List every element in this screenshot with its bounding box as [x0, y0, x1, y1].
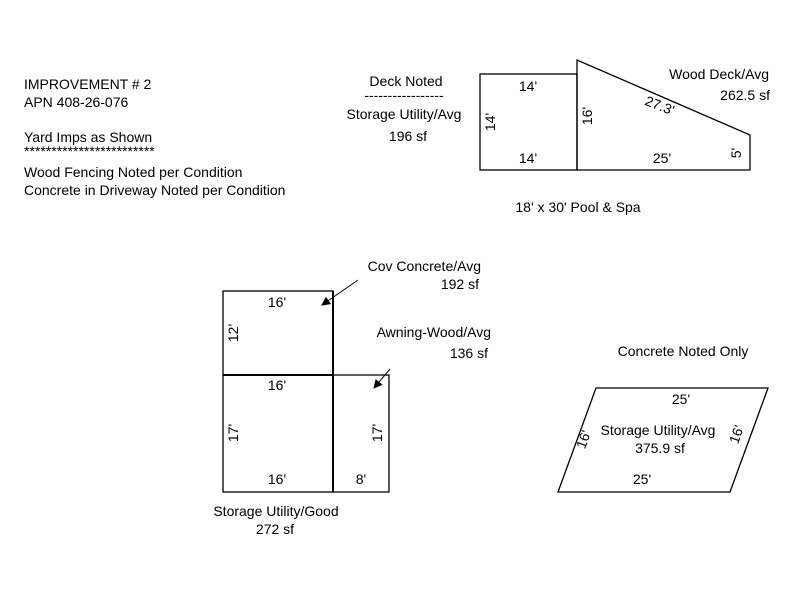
awning-wood-label: Awning-Wood/Avg: [377, 324, 491, 340]
improvement-number: IMPROVEMENT # 2: [24, 76, 152, 92]
dim-left: 16': [579, 107, 595, 125]
concrete-noted-only-shape: Concrete Noted Only 25' Storage Utility/…: [557, 343, 769, 493]
dim-left: 12': [225, 324, 241, 342]
improvement-notes: IMPROVEMENT # 2 APN 408-26-076 Yard Imps…: [24, 76, 285, 198]
asterisk-divider: ************************: [24, 143, 155, 159]
concrete-storage-area: 375.9 sf: [635, 440, 685, 456]
deck-noted-label-group: Deck Noted ----------------- Storage Uti…: [347, 73, 462, 144]
apn-number: APN 408-26-076: [24, 94, 129, 110]
wood-deck-label: Wood Deck/Avg: [669, 66, 769, 82]
awning-wood-outline: [333, 374, 390, 493]
pool-spa-label: 18' x 30' Pool & Spa: [515, 199, 640, 215]
dim-top: 14': [519, 78, 537, 94]
dim-left: 17': [225, 424, 241, 442]
awning-wood-area: 136 sf: [450, 345, 488, 361]
dim-bottom: 25': [633, 471, 651, 487]
wood-deck-shape: Wood Deck/Avg 262.5 sf 16' 27.3' 25' 5': [576, 59, 770, 171]
driveway-note: Concrete in Driveway Noted per Condition: [24, 182, 285, 198]
cov-concrete-label: Cov Concrete/Avg: [368, 258, 481, 274]
storage-utility-good-area: 272 sf: [256, 521, 294, 537]
dim-top: 16': [268, 377, 286, 393]
yard-imps-heading: Yard Imps as Shown: [24, 129, 152, 145]
concrete-parallelogram: [557, 387, 769, 493]
dim-bottom: 25': [653, 150, 671, 166]
storage-utility-good-shape: 16' 17' 16' Storage Utility/Good 272 sf: [213, 291, 339, 537]
storage-utility-avg-area: 196 sf: [389, 128, 427, 144]
cov-concrete-area: 192 sf: [441, 276, 479, 292]
dim-slope: 27.3': [643, 93, 677, 119]
concrete-noted-only-title: Concrete Noted Only: [618, 343, 749, 359]
wood-deck-area: 262.5 sf: [720, 87, 770, 103]
fencing-note: Wood Fencing Noted per Condition: [24, 164, 242, 180]
storage-utility-avg-shape: 14' 14' 14': [479, 73, 578, 171]
awning-wood-shape: 17' 8' Awning-Wood/Avg 136 sf: [333, 324, 491, 493]
dim-bottom: 8': [356, 471, 366, 487]
storage-utility-good-label: Storage Utility/Good: [213, 503, 338, 519]
dim-right: 17': [369, 424, 385, 442]
deck-noted-rule: -----------------: [364, 87, 444, 103]
awning-leader-arrow: [373, 368, 391, 389]
deck-noted-title: Deck Noted: [369, 73, 442, 89]
dim-bottom: 14': [519, 150, 537, 166]
cov-concrete-shape: 16' 12' Cov Concrete/Avg 192 sf: [222, 258, 481, 376]
dim-top: 25': [672, 391, 690, 407]
dim-left: 14': [482, 113, 498, 131]
dim-bottom: 16': [268, 471, 286, 487]
dim-top: 16': [268, 294, 286, 310]
dim-right: 16': [726, 423, 747, 446]
concrete-storage-label: Storage Utility/Avg: [601, 422, 716, 438]
wood-deck-outline: [576, 59, 751, 171]
dim-right: 5': [728, 148, 744, 158]
dim-left: 16': [573, 428, 594, 451]
storage-utility-avg-label: Storage Utility/Avg: [347, 106, 462, 122]
cov-concrete-leader-arrow: [321, 279, 359, 306]
